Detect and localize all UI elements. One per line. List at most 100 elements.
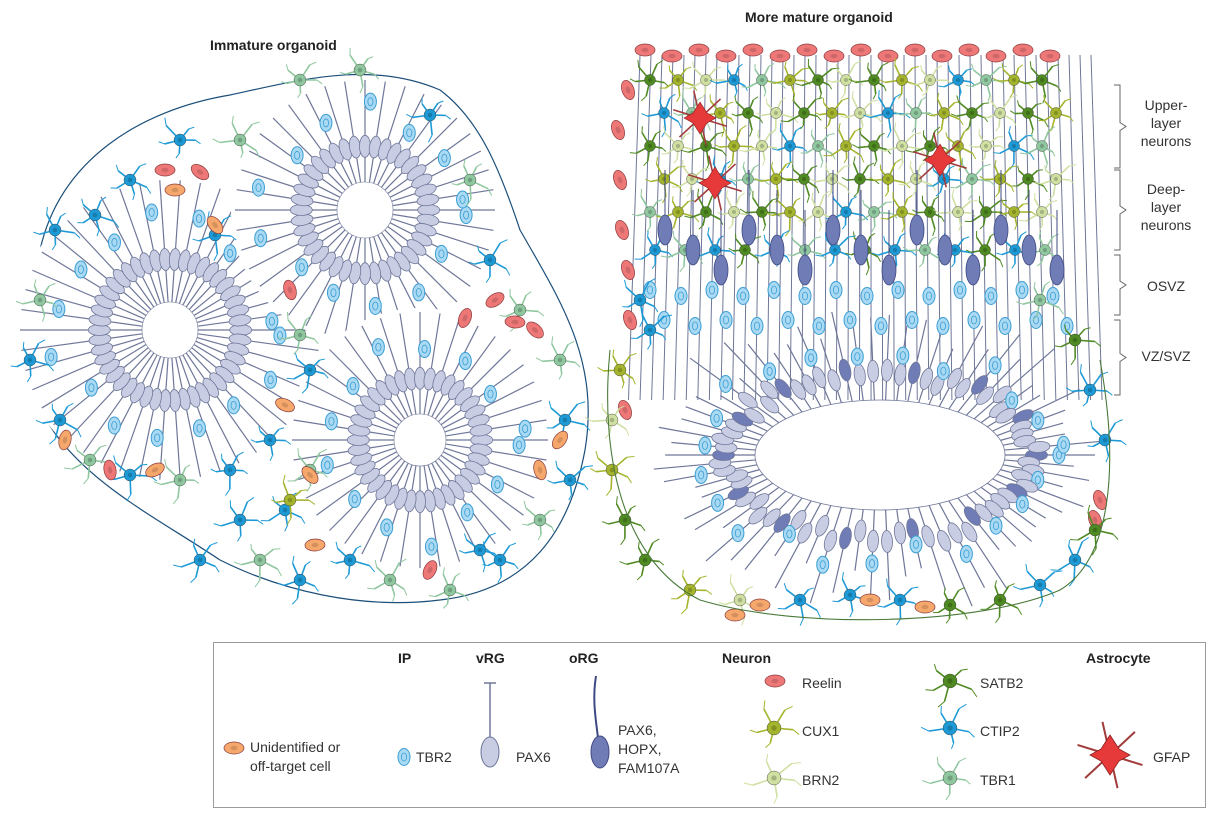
satb2-neuron — [980, 206, 992, 218]
legend-icons — [223, 664, 1143, 804]
tbr1-neuron — [1033, 293, 1047, 307]
unidentified-cell — [914, 600, 936, 614]
tbr1-neuron — [1039, 244, 1051, 256]
ip-cell — [460, 503, 474, 522]
zone-vz-svz: VZ/SVZ — [1126, 347, 1206, 365]
ip-cell — [1060, 317, 1074, 335]
satb2-neuron — [638, 553, 652, 567]
vrg-cell — [827, 369, 841, 392]
legend-label-unidentified: Unidentified or off-target cell — [250, 739, 341, 774]
vrg-cell — [1027, 441, 1051, 453]
tbr1-neuron — [910, 107, 922, 119]
ip-cell — [150, 428, 164, 447]
brn2-neuron — [980, 140, 992, 152]
mature-organoid-title: More mature organoid — [745, 9, 893, 25]
vrg-cell — [853, 363, 866, 387]
satb2-neuron — [742, 107, 754, 119]
tbr1-neuron — [83, 453, 97, 467]
ip-cell — [326, 283, 340, 302]
ctip2-neuron — [952, 74, 964, 86]
legend-unidentified-icon — [223, 741, 245, 755]
brn2-neuron — [826, 173, 838, 185]
legend-label-ctip2: CTIP2 — [980, 723, 1020, 739]
ip-cell — [490, 475, 504, 494]
org-cell — [774, 378, 792, 398]
legend — [213, 642, 1206, 808]
tbr1-neuron — [919, 244, 931, 256]
legend-org-icon — [590, 735, 610, 769]
tbr1-neuron — [173, 473, 187, 487]
vrg-cell — [289, 204, 313, 216]
ip-cell — [829, 281, 843, 299]
org-cell — [838, 358, 852, 382]
org-cell — [713, 254, 729, 286]
ctip2-neuron — [1068, 553, 1082, 567]
zone-osvz-label: OSVZ — [1146, 278, 1186, 294]
cux1-neuron — [1050, 107, 1062, 119]
legend-label-brn2: BRN2 — [802, 772, 840, 788]
unidentified-cell — [145, 462, 165, 478]
cux1-neuron — [613, 363, 627, 377]
brn2-neuron — [812, 206, 824, 218]
unidentified-cell — [304, 538, 326, 552]
ip-cell — [107, 416, 121, 435]
reelin-cell — [615, 220, 629, 240]
legend-label-tbr2: TBR2 — [416, 749, 452, 765]
brn2-neuron — [728, 206, 740, 218]
ip-cell — [1015, 281, 1029, 299]
ip-cell — [251, 178, 265, 197]
reelin-cell — [796, 43, 818, 57]
vrg-cell — [921, 525, 935, 548]
ip-cell — [719, 311, 733, 329]
tbr1-neuron — [1036, 140, 1048, 152]
zone-upper-layer-neurons: Upper- layer neurons — [1126, 96, 1206, 150]
satb2-neuron — [1036, 74, 1048, 86]
ctip2-neuron — [303, 363, 317, 377]
mature-axon-outline — [607, 349, 1111, 621]
ip-cell — [456, 190, 470, 209]
reelin-cell — [850, 43, 872, 57]
satb2-neuron — [993, 593, 1007, 607]
ip-cell — [674, 287, 688, 305]
ip-cell — [44, 347, 58, 366]
vrg-cell — [867, 359, 880, 383]
ip-cell — [1029, 311, 1043, 329]
satb2-neuron — [644, 74, 656, 86]
ctip2-neuron — [793, 593, 807, 607]
vrg-cell — [762, 508, 781, 527]
ip-cell — [812, 317, 826, 335]
zone-deep-layer-neurons: Deep- layer neurons — [1126, 180, 1206, 234]
ip-cell — [781, 311, 795, 329]
ip-cell — [52, 300, 66, 319]
satb2-neuron — [644, 140, 656, 152]
zone-osvz: OSVZ — [1126, 277, 1206, 295]
tbr1-neuron — [353, 63, 367, 77]
vrg-cell — [790, 379, 807, 400]
vrg-cell — [416, 193, 440, 207]
vrg-cell — [749, 493, 770, 510]
ctip2-neuron — [293, 573, 307, 587]
ctip2-neuron — [88, 208, 102, 222]
legend-header-neuron: Neuron — [722, 650, 771, 666]
brn2-neuron — [896, 140, 908, 152]
org-cell — [1049, 254, 1065, 286]
ctip2-neuron — [1033, 578, 1047, 592]
org-cell — [909, 214, 925, 246]
reelin-cell — [485, 292, 505, 308]
ip-cell — [273, 326, 287, 345]
brn2-neuron — [672, 140, 684, 152]
legend-label-gfap: GFAP — [1153, 749, 1191, 765]
ip-cell — [988, 356, 1002, 375]
ip-cell — [223, 244, 237, 263]
tbr1-neuron — [463, 173, 477, 187]
legend-tbr1-icon — [942, 770, 958, 786]
legend-brn2-icon — [766, 770, 782, 786]
ip-cell — [798, 287, 812, 305]
tbr1-neuron — [966, 173, 978, 185]
ip-cell — [698, 436, 712, 455]
cux1-neuron — [672, 206, 684, 218]
unidentified-cell — [749, 598, 771, 612]
cux1-neuron — [896, 206, 908, 218]
vrg-cell — [797, 522, 813, 544]
